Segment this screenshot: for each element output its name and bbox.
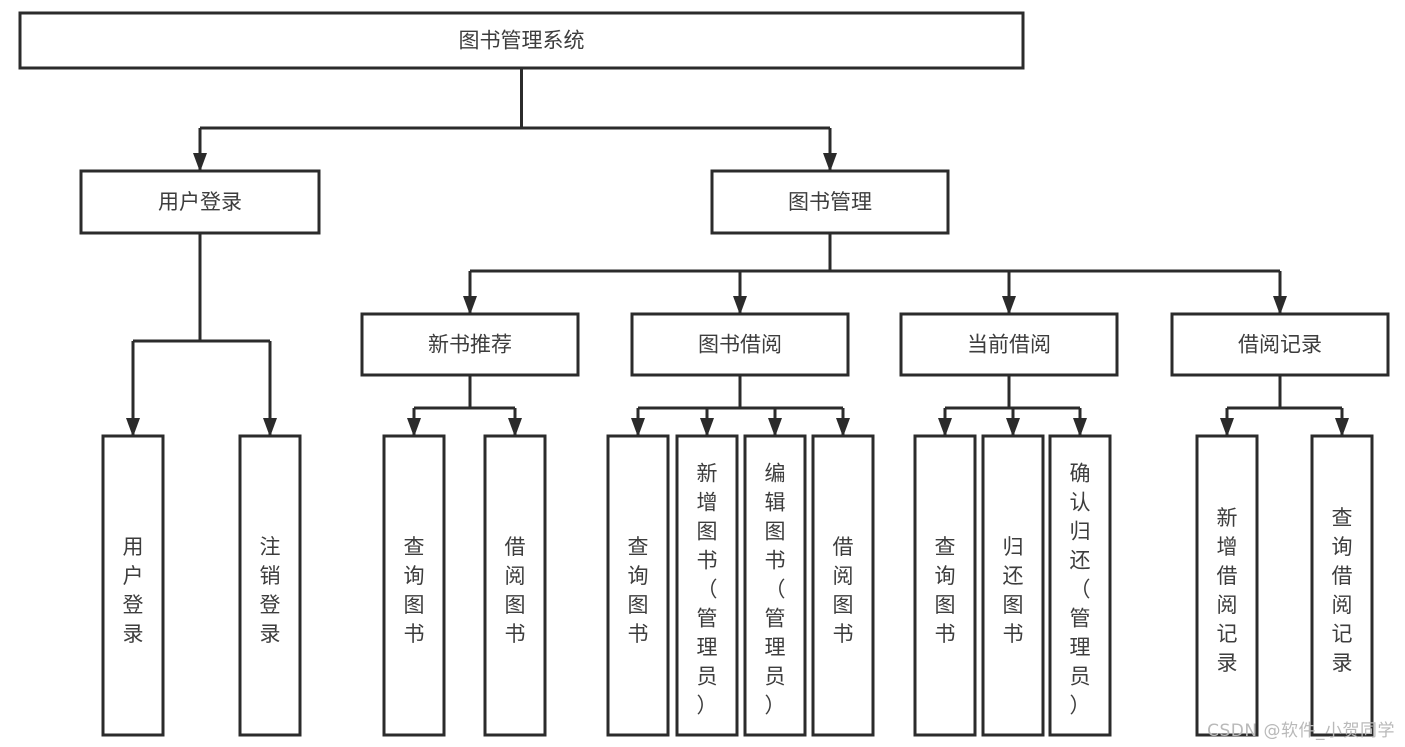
node-label: 确认归还（管理员） [1070, 462, 1091, 718]
node-label: 查询图书 [404, 535, 425, 646]
node-leaf-add-record[interactable]: 新增借阅记录 [1195, 434, 1259, 737]
node-box[interactable] [675, 434, 739, 737]
node-label: 新增图书（管理员） [697, 462, 718, 718]
arrowhead-icon [631, 418, 645, 437]
arrowhead-icon [463, 296, 477, 315]
arrowhead-icon [1273, 296, 1287, 315]
node-label: 查询图书 [935, 535, 956, 646]
node-box[interactable] [1310, 434, 1374, 737]
csdn-watermark: CSDN @软件_小贺同学 [1207, 721, 1395, 741]
node-box[interactable] [899, 312, 1119, 377]
node-root-title[interactable]: 图书管理系统 [18, 11, 1025, 70]
node-label: 借阅记录 [1238, 333, 1322, 357]
node-box[interactable] [743, 434, 807, 737]
arrowhead-icon [823, 153, 837, 172]
node-label: 查询借阅记录 [1332, 506, 1353, 675]
node-label: 用户登录 [123, 535, 144, 646]
node-label: 借阅图书 [505, 535, 526, 646]
node-label: 用户登录 [158, 190, 242, 214]
arrowhead-icon [407, 418, 421, 437]
node-box[interactable] [382, 434, 446, 737]
node-leaf-return-book[interactable]: 归还图书 [981, 434, 1045, 737]
node-label: 图书借阅 [698, 333, 782, 357]
arrowhead-icon [1335, 418, 1349, 437]
arrowhead-icon [1073, 418, 1087, 437]
node-leaf-borrow-book-1[interactable]: 借阅图书 [483, 434, 547, 737]
node-leaf-add-book[interactable]: 新增图书（管理员） [675, 434, 739, 737]
arrowhead-icon [836, 418, 850, 437]
node-label: 当前借阅 [967, 333, 1051, 357]
node-label: 借阅图书 [833, 535, 854, 646]
node-new-book-rec[interactable]: 新书推荐 [360, 312, 580, 377]
arrowhead-icon [1006, 418, 1020, 437]
node-layer: 图书管理系统用户登录图书管理新书推荐图书借阅当前借阅借阅记录用户登录注销登录查询… [18, 11, 1390, 737]
edge-layer [126, 68, 1349, 437]
node-label: 注销登录 [260, 535, 281, 646]
node-box[interactable] [1170, 312, 1390, 377]
node-user-login[interactable]: 用户登录 [79, 169, 321, 235]
node-box[interactable] [238, 434, 302, 737]
arrowhead-icon [1220, 418, 1234, 437]
node-leaf-query-book-3[interactable]: 查询图书 [913, 434, 977, 737]
arrowhead-icon [938, 418, 952, 437]
node-box[interactable] [913, 434, 977, 737]
node-label: 编辑图书（管理员） [765, 462, 786, 718]
node-label: 新书推荐 [428, 333, 512, 357]
node-leaf-query-book-1[interactable]: 查询图书 [382, 434, 446, 737]
node-borrow-record[interactable]: 借阅记录 [1170, 312, 1390, 377]
node-box[interactable] [630, 312, 850, 377]
node-leaf-query-book-2[interactable]: 查询图书 [606, 434, 670, 737]
node-leaf-borrow-book-2[interactable]: 借阅图书 [811, 434, 875, 737]
node-box[interactable] [18, 11, 1025, 70]
node-box[interactable] [79, 169, 321, 235]
node-leaf-confirm-return[interactable]: 确认归还（管理员） [1048, 434, 1112, 737]
node-label: 新增借阅记录 [1217, 506, 1238, 675]
node-box[interactable] [606, 434, 670, 737]
node-box[interactable] [1048, 434, 1112, 737]
node-box[interactable] [981, 434, 1045, 737]
arrowhead-icon [193, 153, 207, 172]
node-label: 图书管理 [788, 190, 872, 214]
arrowhead-icon [1002, 296, 1016, 315]
arrowhead-icon [768, 418, 782, 437]
node-box[interactable] [101, 434, 165, 737]
arrowhead-icon [733, 296, 747, 315]
node-label: 图书管理系统 [459, 29, 585, 53]
node-leaf-logout[interactable]: 注销登录 [238, 434, 302, 737]
node-leaf-query-record[interactable]: 查询借阅记录 [1310, 434, 1374, 737]
node-box[interactable] [360, 312, 580, 377]
node-box[interactable] [483, 434, 547, 737]
node-label: 查询图书 [628, 535, 649, 646]
arrowhead-icon [263, 418, 277, 437]
node-current-borrow[interactable]: 当前借阅 [899, 312, 1119, 377]
node-label: 归还图书 [1003, 535, 1024, 646]
node-book-borrow[interactable]: 图书借阅 [630, 312, 850, 377]
arrowhead-icon [508, 418, 522, 437]
node-leaf-user-login[interactable]: 用户登录 [101, 434, 165, 737]
arrowhead-icon [126, 418, 140, 437]
arrowhead-icon [700, 418, 714, 437]
node-box[interactable] [1195, 434, 1259, 737]
node-box[interactable] [710, 169, 950, 235]
node-box[interactable] [811, 434, 875, 737]
node-book-manage[interactable]: 图书管理 [710, 169, 950, 235]
node-leaf-edit-book[interactable]: 编辑图书（管理员） [743, 434, 807, 737]
